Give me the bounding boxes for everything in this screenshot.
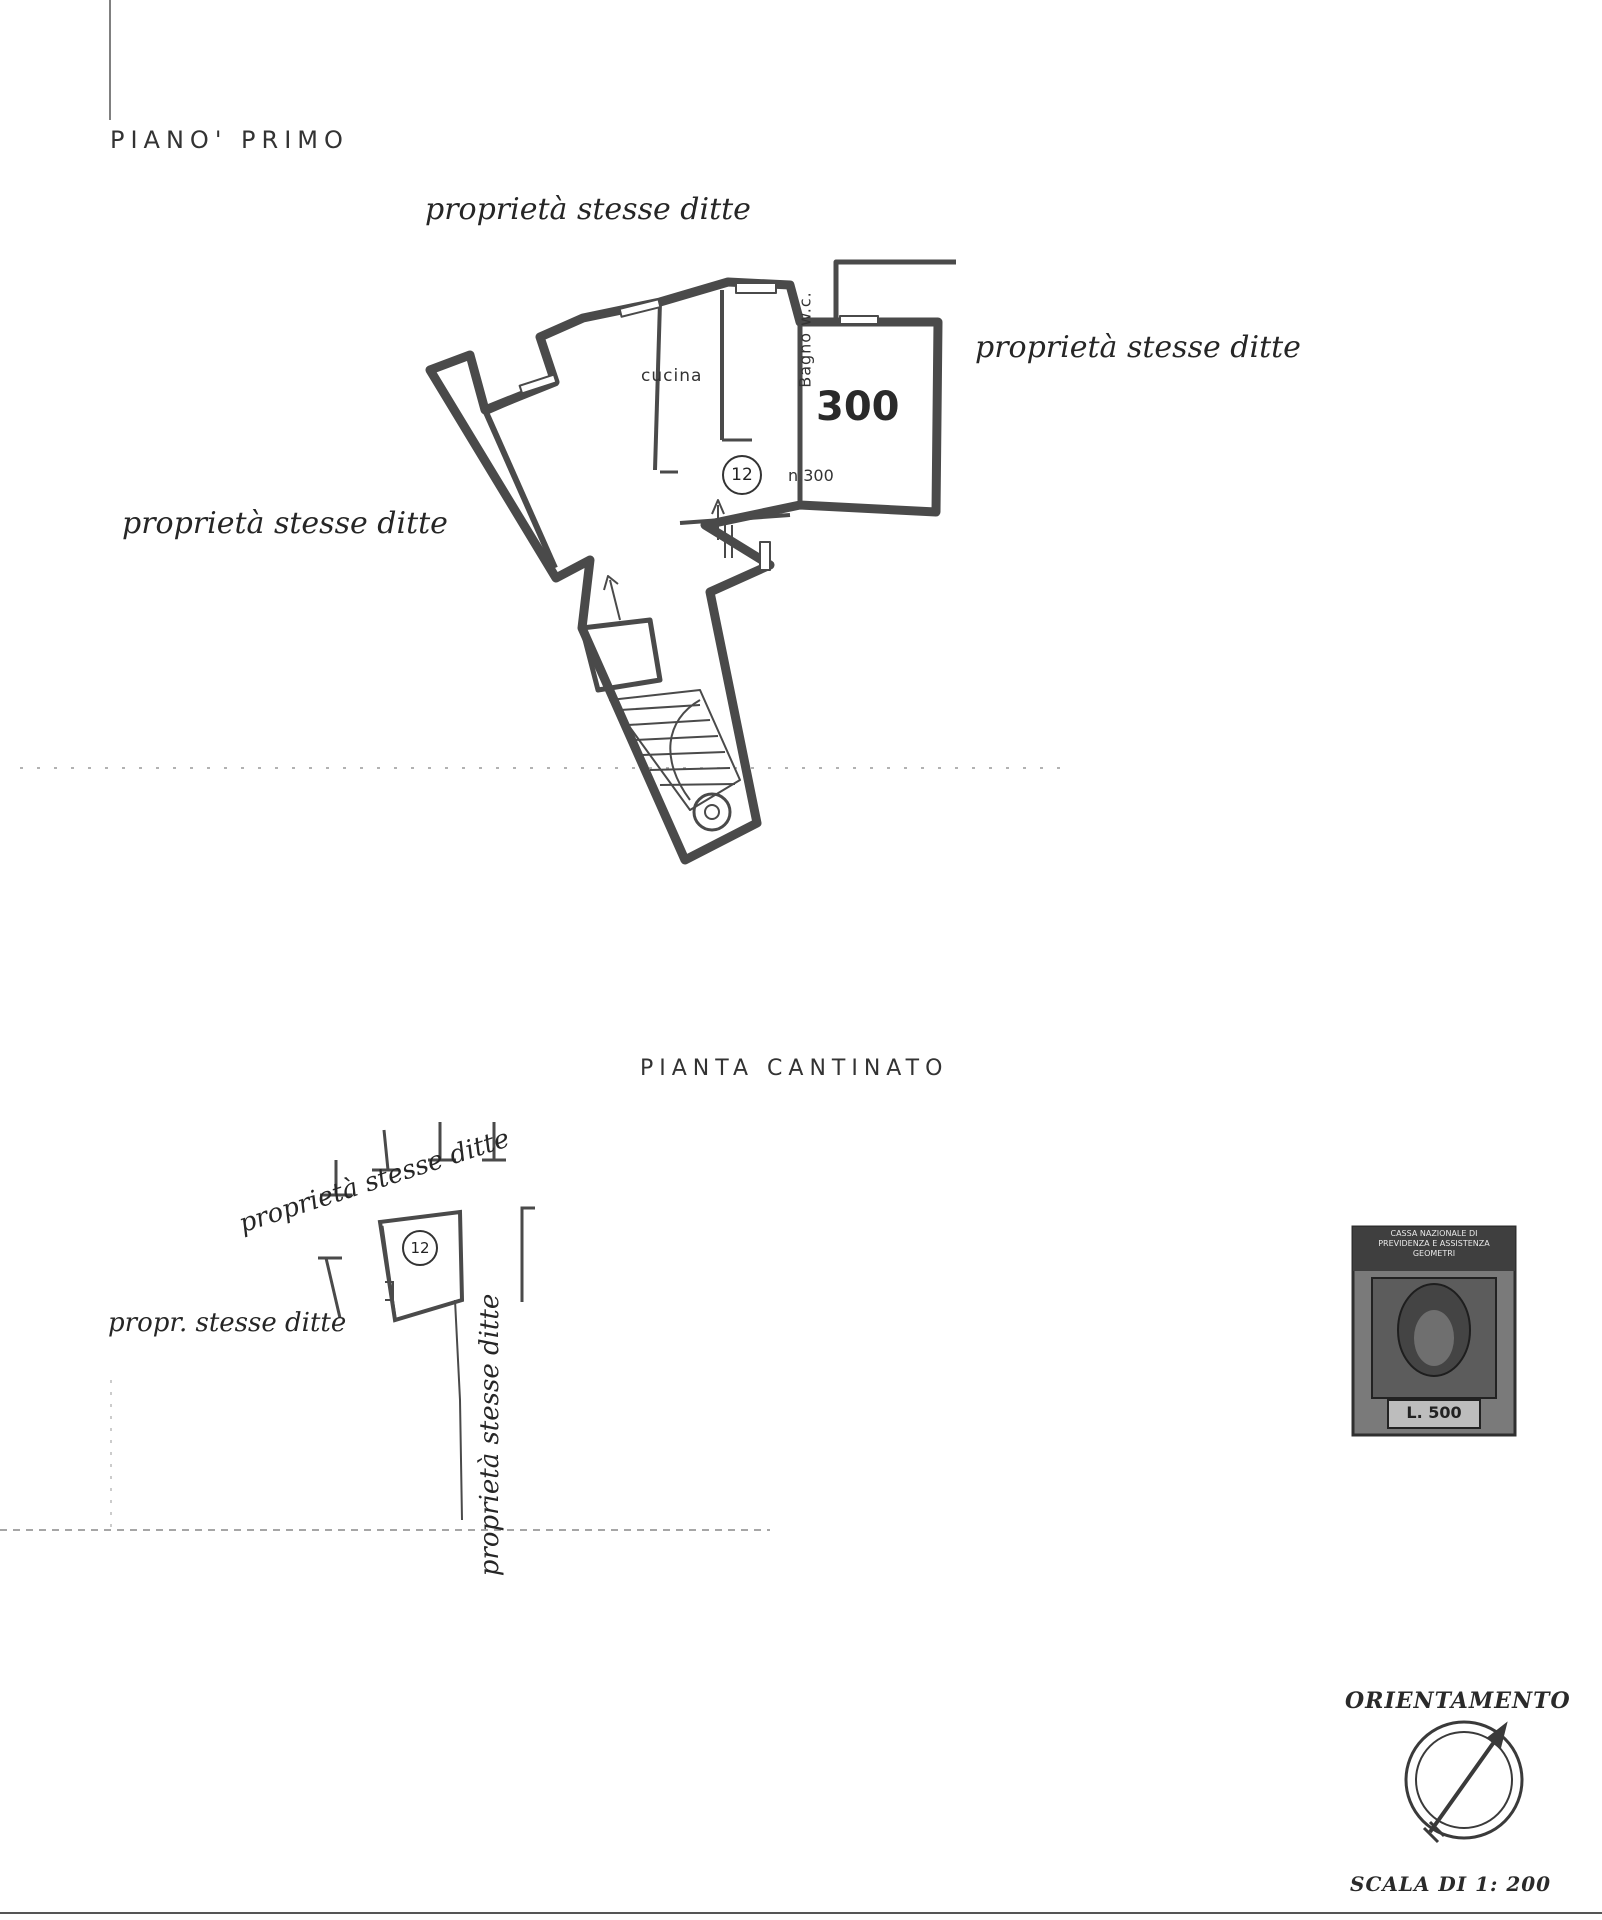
unit-circle-number: 12 <box>722 455 762 495</box>
compass-icon <box>1404 1720 1524 1844</box>
basement-neighbor-left-label: propr. stesse ditte <box>108 1308 347 1338</box>
first-floor-plan <box>425 259 956 865</box>
orientation-label: ORIENTAMENTO <box>1345 1688 1571 1714</box>
basement-title: PIANTA CANTINATO <box>640 1056 949 1081</box>
stamp-line-3: GEOMETRI <box>1412 1249 1456 1258</box>
stamp-line-1: CASSA NAZIONALE DI <box>1390 1229 1478 1238</box>
basement-plan <box>318 1122 535 1521</box>
room-bathroom-label: Bagno w.c. <box>795 291 815 388</box>
revenue-stamp <box>1351 1225 1517 1437</box>
stamp-value: L. 500 <box>1406 1403 1462 1422</box>
cellar-circle-number: 12 <box>402 1230 438 1266</box>
room-kitchen-label: cucina <box>641 366 703 386</box>
neighbor-west-label: proprietà stesse ditte <box>122 506 448 541</box>
unit-reference: n 300 <box>788 466 834 485</box>
basement-neighbor-vertical-label: proprietà stesse ditte <box>475 1293 505 1577</box>
neighbor-north-label: proprietà stesse ditte <box>425 192 751 227</box>
stamp-line-2: PREVIDENZA E ASSISTENZA <box>1378 1239 1490 1248</box>
scale-label: SCALA DI 1: 200 <box>1350 1872 1552 1896</box>
stamp-text: CASSA NAZIONALE DI PREVIDENZA E ASSISTEN… <box>1355 1229 1513 1259</box>
unit-number-large: 300 <box>816 384 900 430</box>
first-floor-title: PIANO' PRIMO <box>110 126 349 154</box>
neighbor-east-label: proprietà stesse ditte <box>975 330 1301 365</box>
